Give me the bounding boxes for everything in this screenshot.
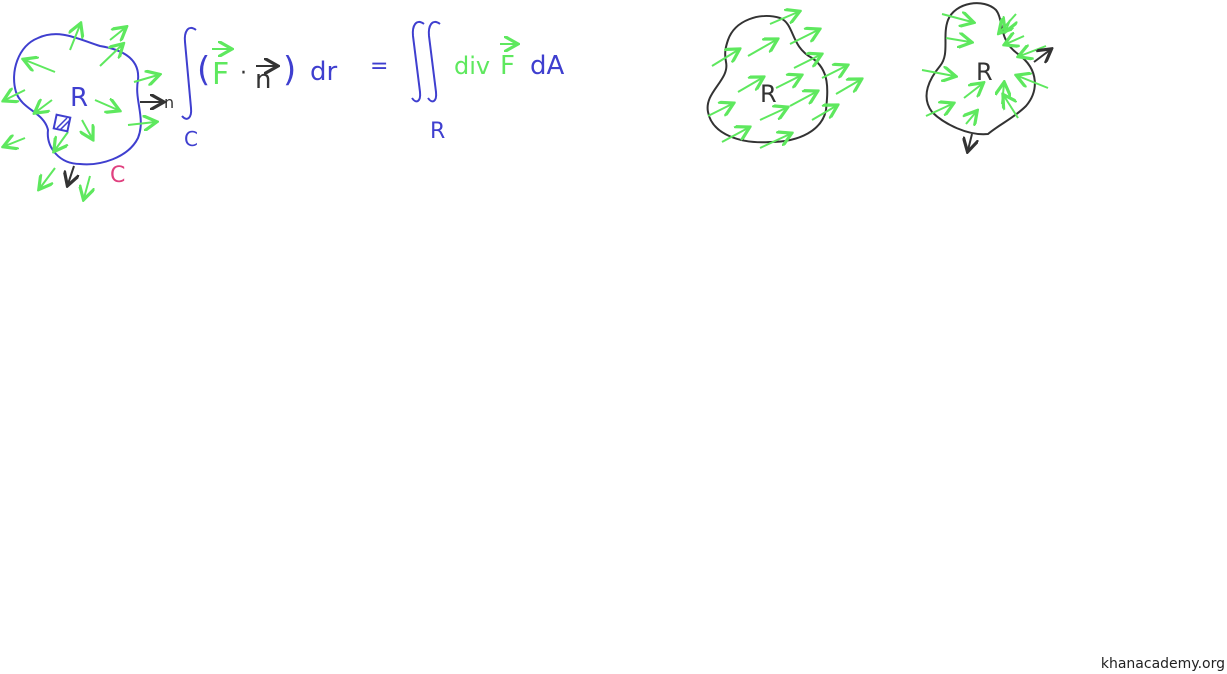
- region-label-middle: R: [760, 80, 777, 108]
- watermark: khanacademy.org: [1100, 656, 1225, 672]
- normal-arrow-right-diagram: [1033, 50, 1050, 62]
- field-arrows-middle: [707, 12, 860, 149]
- normal-label: n: [164, 93, 174, 112]
- double-integral-subscript: R: [430, 119, 445, 144]
- line-integral-subscript: C: [184, 127, 198, 151]
- region-label-right: R: [976, 58, 993, 86]
- area-element-hatch: [56, 117, 71, 131]
- region-label-left: R: [70, 83, 88, 113]
- curve-label-c: C: [110, 163, 125, 188]
- normal-arrow-bottom: [68, 165, 74, 184]
- normal-arrow-bottom-right-diagram: [968, 133, 972, 150]
- dr-term: dr: [310, 57, 338, 87]
- close-paren: ): [283, 50, 296, 90]
- left-diagram: R n C: [5, 25, 174, 198]
- field-arrows-left: [5, 25, 158, 198]
- flux-equation: C ( F · n ) dr = R div F dA: [181, 20, 565, 151]
- open-paren: (: [197, 50, 210, 90]
- dot-operator: ·: [240, 61, 247, 86]
- div-field-symbol: F: [500, 51, 515, 81]
- normal-symbol: n: [255, 65, 271, 95]
- right-diagram: R: [921, 2, 1050, 150]
- double-integral-sign-2: [427, 20, 441, 103]
- middle-diagram: R: [706, 12, 860, 149]
- div-operator: div: [454, 52, 490, 80]
- field-arrows-right: [921, 14, 1049, 124]
- region-boundary-right: [925, 2, 1036, 136]
- field-symbol: F: [212, 57, 229, 92]
- da-term: dA: [530, 51, 565, 81]
- equals-sign: =: [370, 54, 388, 79]
- double-integral-sign-1: [411, 20, 425, 103]
- line-integral-sign: [181, 26, 197, 120]
